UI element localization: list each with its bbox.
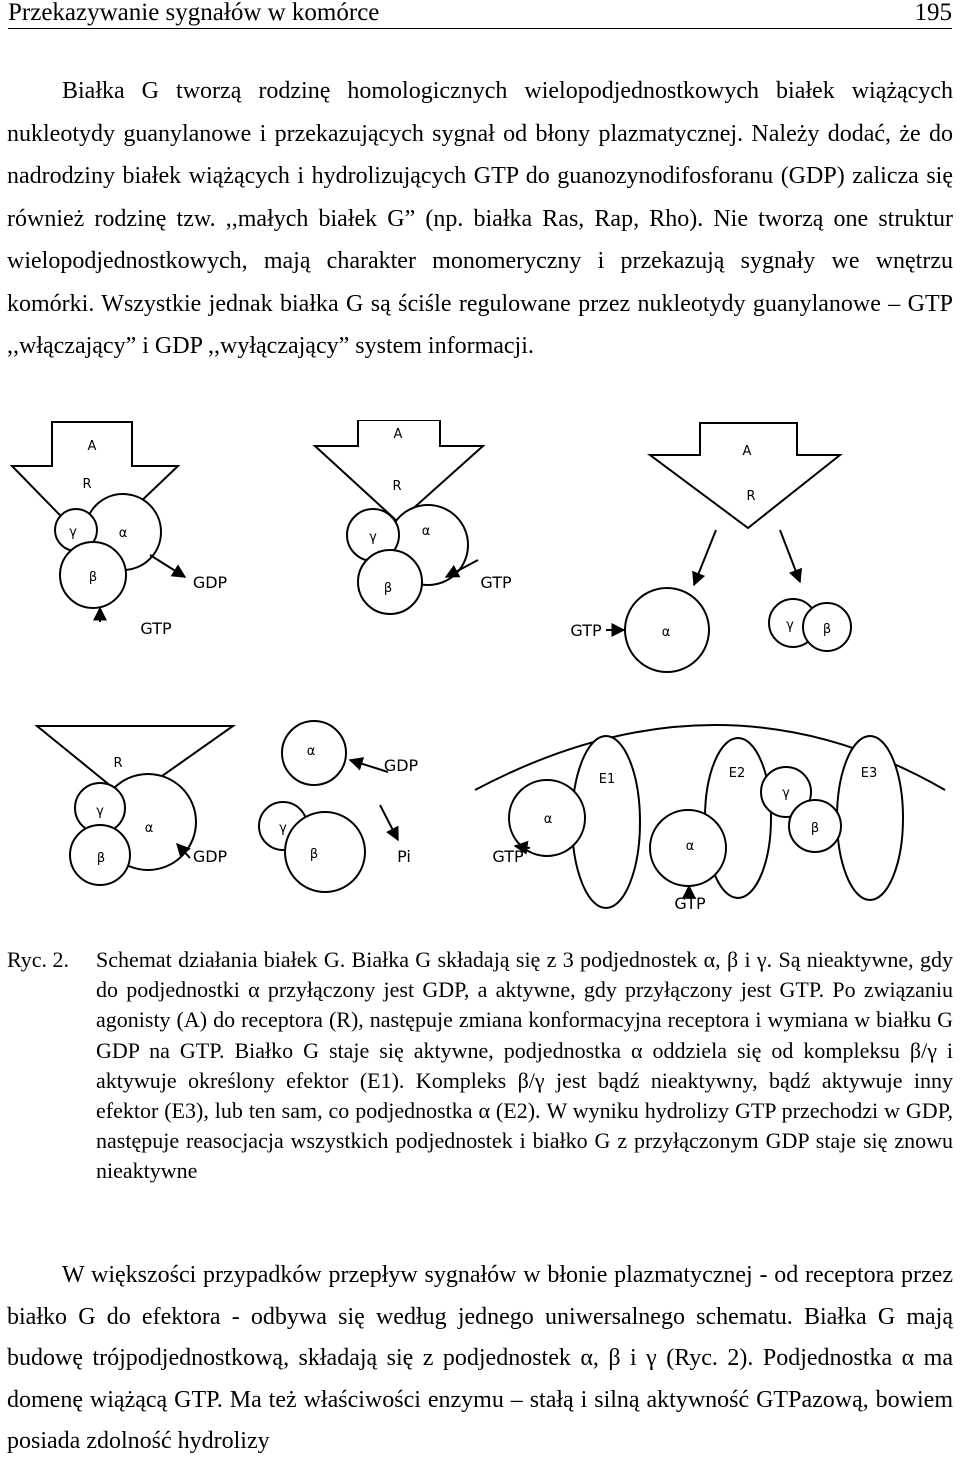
label-beta: β	[384, 581, 392, 596]
label-alpha: α	[544, 812, 553, 827]
gdp-release-arrow	[149, 554, 187, 578]
alpha-subunit-e1	[508, 779, 586, 857]
label-alpha: α	[307, 744, 316, 759]
panel-2-exchange	[312, 420, 486, 615]
beta-subunit	[357, 549, 423, 615]
gtp-arrow-e1	[513, 840, 531, 855]
gdp-arrow	[348, 757, 389, 773]
label-gamma: γ	[786, 618, 794, 633]
beta-subunit	[802, 602, 852, 652]
label-alpha: α	[662, 625, 671, 640]
label-gdp: GDP	[193, 847, 228, 866]
panel-3-dissociation	[606, 422, 852, 673]
label-gamma: γ	[782, 786, 790, 801]
alpha-subunit	[281, 720, 347, 786]
panel-1-inactive	[9, 421, 187, 622]
label-gtp: GTP	[492, 847, 524, 866]
label-e3: E3	[861, 766, 878, 781]
label-alpha: α	[119, 526, 128, 541]
running-header: Przekazywanie sygnałów w komórce 195	[8, 0, 952, 29]
label-pi: Pi	[397, 847, 411, 866]
label-gamma: γ	[96, 804, 104, 819]
g-protein-schematic-figure: A R γ α β GDP GTP A R γ α β GTP A R α γ …	[9, 420, 946, 913]
label-e1: E1	[599, 772, 616, 787]
label-gtp: GTP	[674, 894, 706, 913]
label-agonist: A	[88, 439, 97, 454]
dissociation-arrow-right	[779, 529, 803, 584]
label-gtp: GTP	[480, 573, 512, 592]
receptor-shape	[34, 725, 237, 802]
label-receptor: R	[746, 489, 755, 504]
figure-caption-label: Ryc. 2.	[7, 947, 70, 972]
panel-6-effectors	[474, 724, 946, 909]
label-gtp: GTP	[140, 619, 172, 638]
label-gamma: γ	[279, 821, 287, 836]
label-receptor: R	[392, 479, 401, 494]
label-alpha: α	[686, 839, 695, 854]
label-beta: β	[89, 570, 97, 585]
beta-subunit	[69, 824, 131, 886]
label-beta: β	[97, 851, 105, 866]
effector-e3	[836, 735, 904, 901]
label-alpha: α	[422, 524, 431, 539]
label-gamma: γ	[369, 530, 377, 545]
beta-subunit	[284, 811, 366, 893]
gamma-subunit-e3	[760, 766, 812, 818]
label-alpha: α	[145, 821, 154, 836]
intro-paragraph: Białka G tworzą rodzinę homologicznych w…	[7, 78, 953, 359]
panel-5-hydrolysis	[258, 720, 399, 893]
pi-release-arrow	[379, 804, 399, 842]
page-number: 195	[914, 0, 953, 26]
figure-caption-text: Schemat działania białek G. Białka G skł…	[96, 947, 953, 1184]
label-gtp: GTP	[570, 621, 602, 640]
label-gdp: GDP	[384, 756, 419, 775]
dissociation-arrow-left	[692, 529, 717, 587]
gdp-binding-arrow	[176, 842, 191, 859]
label-gamma: γ	[69, 525, 77, 540]
gtp-binding-arrow	[444, 559, 479, 578]
label-gdp: GDP	[193, 573, 228, 592]
receptor-shape	[646, 422, 843, 530]
label-beta: β	[310, 847, 318, 862]
label-beta: β	[823, 622, 831, 637]
label-beta: β	[811, 821, 819, 836]
beta-subunit-e3	[788, 799, 842, 853]
closing-paragraph: W większości przypadków przepływ sygnałó…	[7, 1262, 953, 1454]
label-receptor: R	[113, 756, 122, 771]
label-e2: E2	[729, 766, 746, 781]
label-agonist: A	[394, 427, 403, 442]
running-header-title: Przekazywanie sygnałów w komórce	[8, 0, 380, 26]
panel-4-reassociation	[34, 725, 237, 886]
label-receptor: R	[82, 477, 91, 492]
label-agonist: A	[743, 444, 752, 459]
